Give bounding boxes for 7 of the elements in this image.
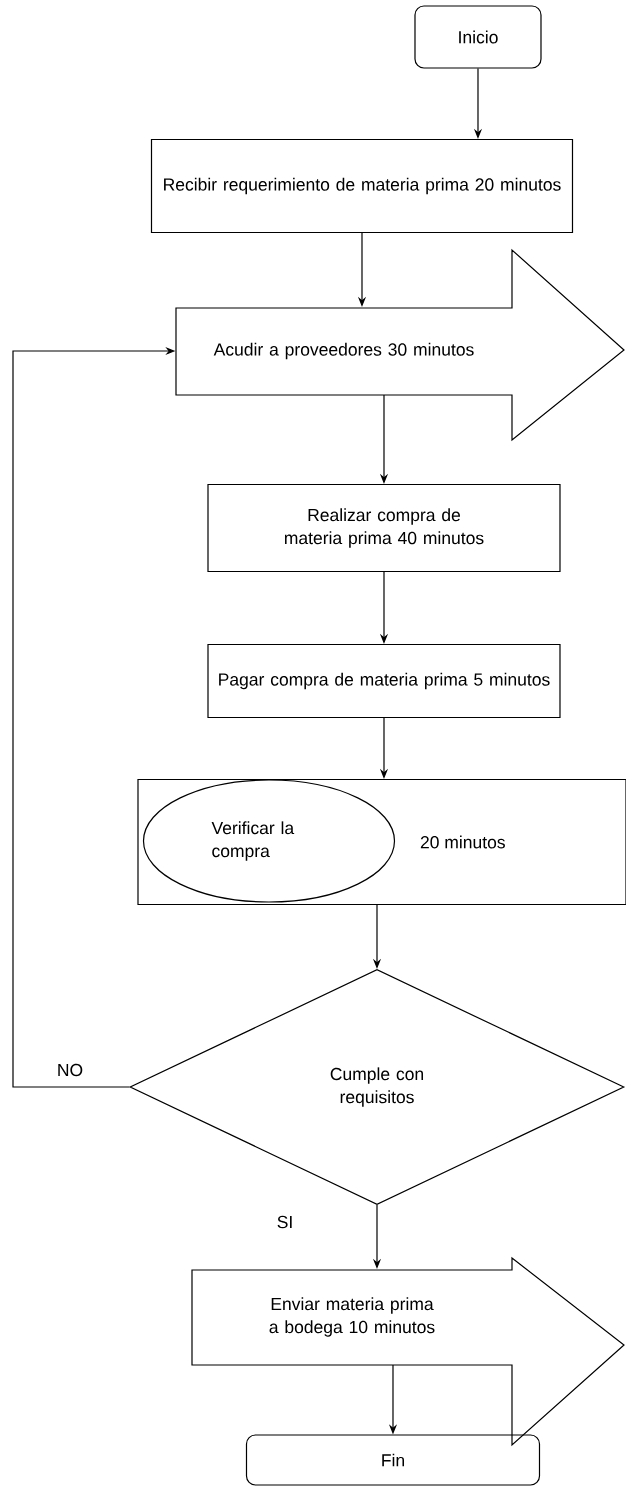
edge-label: SI — [275, 1214, 295, 1230]
terminal-box: Inicio — [414, 5, 542, 69]
process-box: Pagar compra de materia prima 5 minutos — [207, 643, 561, 719]
terminal-box: Fin — [245, 1434, 541, 1486]
edge-label: NO — [55, 1062, 85, 1078]
process-box: Realizar compra de materia prima 40 minutos — [207, 483, 561, 573]
process-box: Recibir requerimiento de materia prima 20 minutos — [150, 138, 574, 234]
